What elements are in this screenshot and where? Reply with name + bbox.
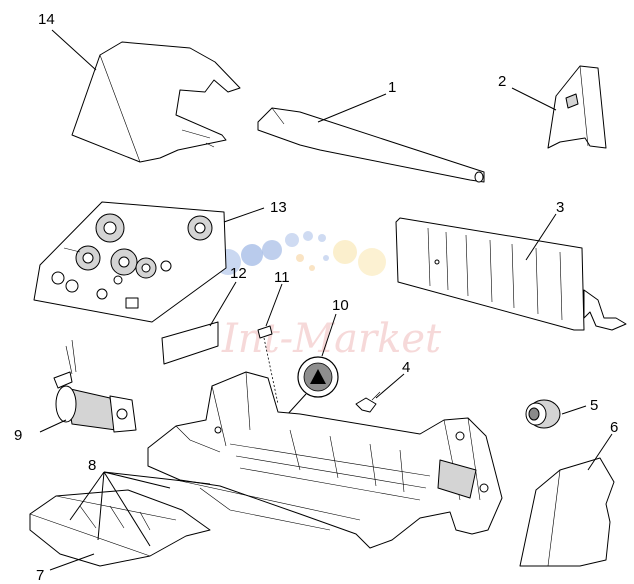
leader-lines: [39, 29, 613, 571]
part-2-bracket: [547, 65, 607, 149]
callout-12: 12: [230, 265, 247, 282]
callout-2: 2: [498, 73, 506, 90]
callout-labels: 14 1 2 13 3 12 11 10 4 5 9 8 6 7: [14, 11, 618, 584]
part-11-sensor: [257, 325, 279, 405]
part-5-bushing: [525, 399, 561, 429]
part-4-clip: [355, 391, 381, 413]
main-base-assembly: [147, 371, 503, 549]
callout-8: 8: [88, 457, 96, 474]
callout-13: 13: [270, 199, 287, 216]
part-1-roller-shaft: [257, 107, 485, 183]
callout-3: 3: [556, 199, 564, 216]
callout-11: 11: [274, 269, 290, 286]
gear-5-icon: [187, 215, 213, 241]
callout-14: 14: [38, 11, 55, 28]
part-6-side-cover: [519, 457, 615, 567]
gear-2-icon: [75, 245, 101, 271]
callout-6: 6: [610, 419, 618, 436]
part-14-top-cover: [71, 41, 241, 163]
watermark-text: Int-Market: [221, 316, 442, 362]
callout-5: 5: [590, 397, 598, 414]
callout-7: 7: [36, 567, 44, 584]
part-13-gear-kit: [33, 201, 227, 323]
part-10-callout-marker: [285, 356, 339, 417]
up-triangle-icon: [310, 369, 326, 384]
part-12-card: [161, 321, 219, 365]
watermark: Int-Market: [215, 231, 442, 362]
callout-9: 9: [14, 427, 22, 444]
callout-10: 10: [332, 297, 349, 314]
part-9-motor: [53, 339, 137, 433]
part-7-tray: [29, 489, 211, 567]
gear-1-icon: [95, 213, 125, 243]
callout-1: 1: [388, 79, 396, 96]
part-3-guide-plate: [395, 217, 627, 331]
gear-4-icon: [135, 257, 157, 279]
callout-4: 4: [402, 359, 410, 376]
gear-3-icon: [110, 248, 138, 276]
